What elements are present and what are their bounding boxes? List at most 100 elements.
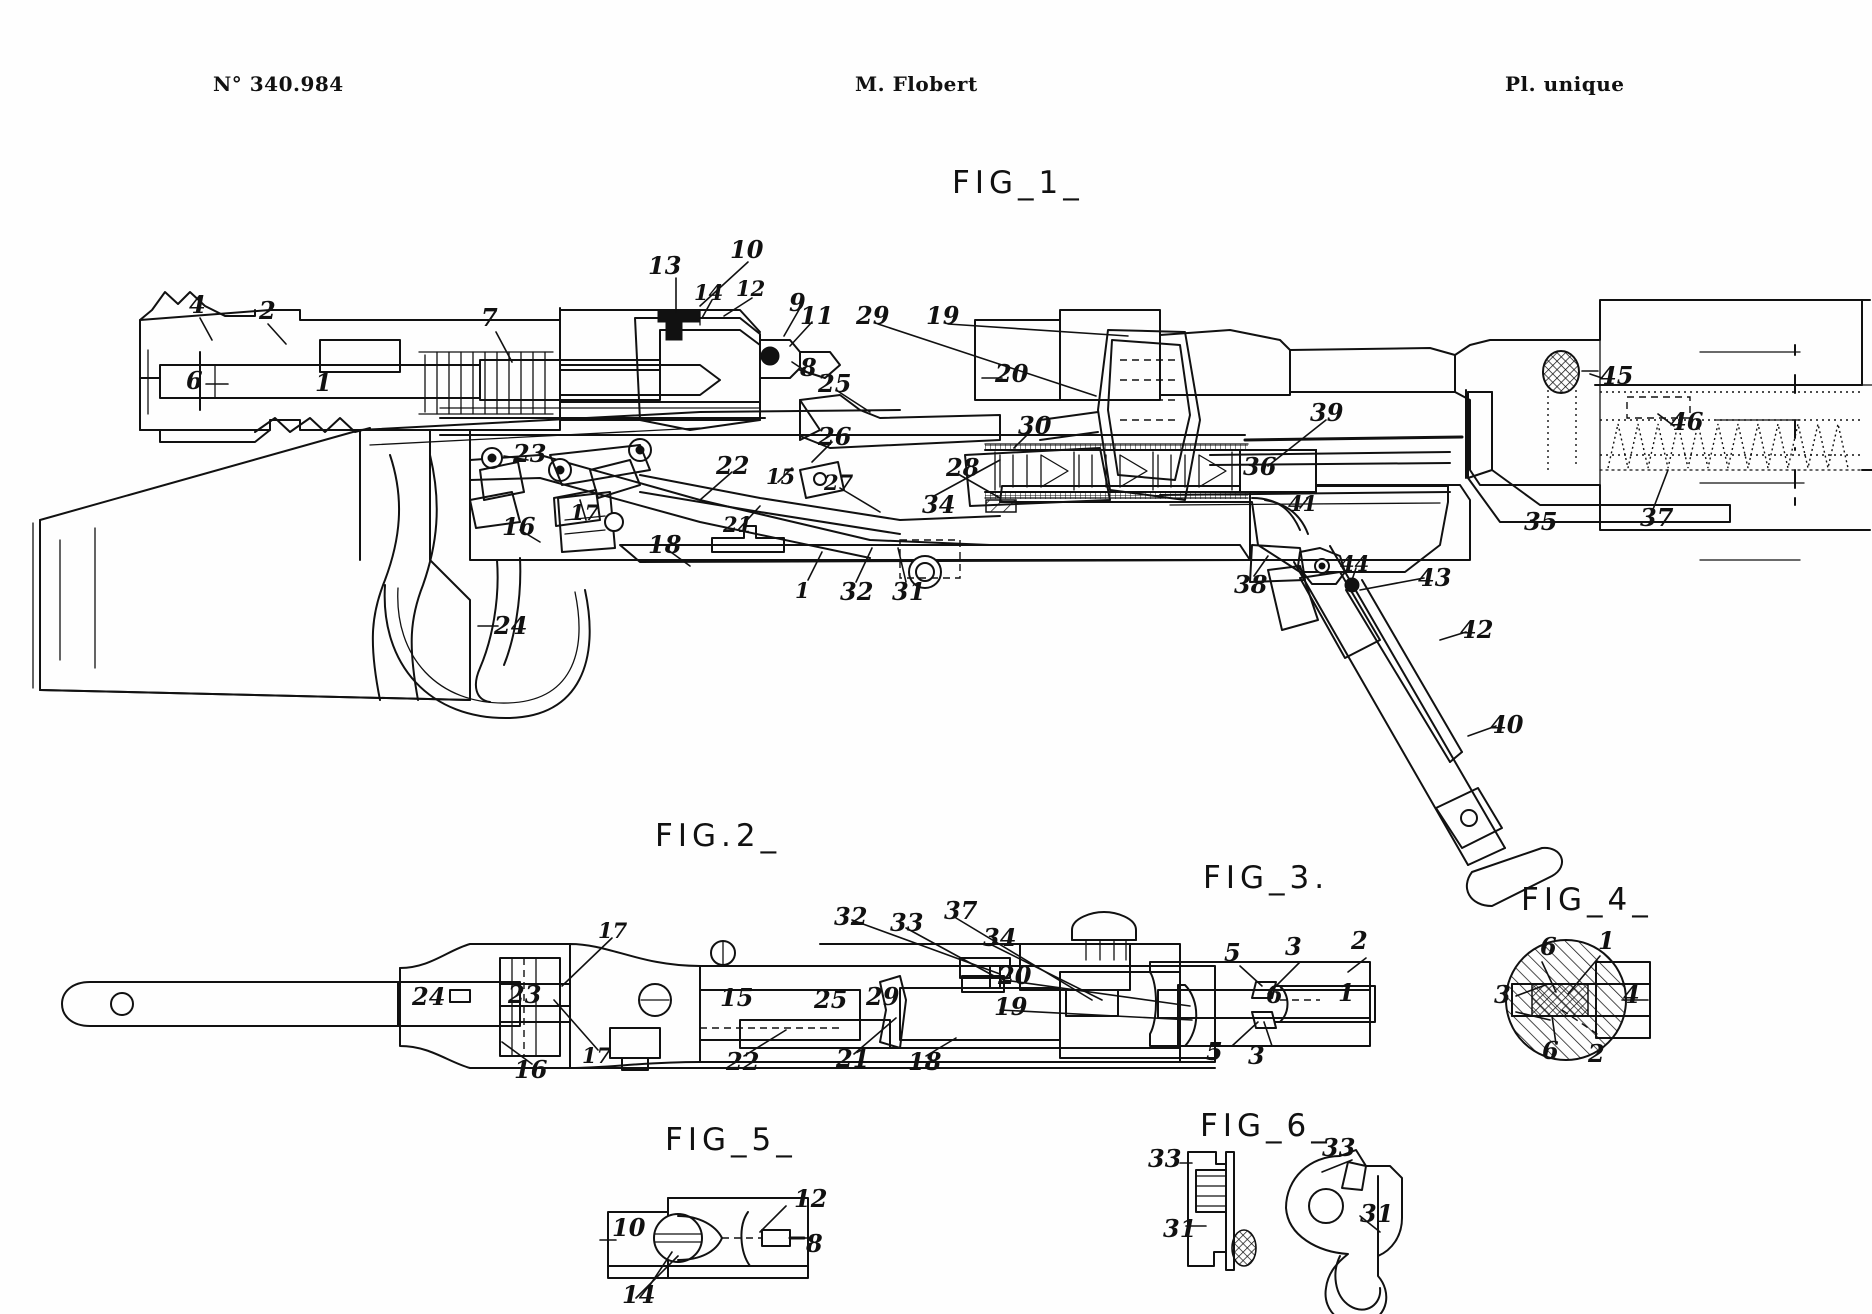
f2-callout-15: 15 bbox=[720, 983, 754, 1012]
f5-callout-14: 14 bbox=[622, 1280, 656, 1309]
callout-24: 24 bbox=[494, 611, 528, 640]
callout-27: 27 bbox=[824, 470, 854, 495]
f6-callout-31a: 31 bbox=[1163, 1214, 1197, 1243]
patent-number: N° 340.984 bbox=[213, 72, 344, 96]
fig2-drawing bbox=[61, 911, 1216, 1071]
fig6-drawing bbox=[1179, 1149, 1403, 1314]
f6-callout-31b: 31 bbox=[1360, 1199, 1394, 1228]
callout-9: 9 bbox=[789, 288, 806, 317]
callout-31: 31 bbox=[892, 577, 926, 606]
callout-45: 45 bbox=[1600, 361, 1634, 390]
f4-callout-6a: 6 bbox=[1540, 932, 1557, 961]
f2-callout-25: 25 bbox=[814, 985, 848, 1014]
callout-8: 8 bbox=[800, 353, 817, 382]
callout-34: 34 bbox=[922, 490, 956, 519]
callout-6: 6 bbox=[186, 366, 203, 395]
f3-callout-2: 2 bbox=[1351, 926, 1368, 955]
callout-41: 41 bbox=[1288, 491, 1318, 516]
callout-37: 37 bbox=[1640, 503, 1674, 532]
fig4-drawing bbox=[1505, 939, 1651, 1061]
f2-callout-32: 32 bbox=[834, 902, 868, 931]
f4-callout-6b: 6 bbox=[1542, 1036, 1559, 1065]
f4-callout-4: 4 bbox=[1623, 980, 1640, 1009]
fig6-caption: FIG_6_ bbox=[1200, 1108, 1332, 1144]
f2-callout-19: 19 bbox=[994, 992, 1028, 1021]
fig3-drawing bbox=[1149, 957, 1376, 1047]
callout-17: 17 bbox=[570, 500, 600, 525]
f2-callout-22: 22 bbox=[726, 1047, 760, 1076]
f2-callout-33: 33 bbox=[890, 908, 924, 937]
callout-42: 42 bbox=[1460, 615, 1494, 644]
f2-callout-20: 20 bbox=[998, 961, 1032, 990]
callout-18: 18 bbox=[648, 530, 682, 559]
callout-21: 21 bbox=[723, 512, 753, 537]
callout-13: 13 bbox=[648, 251, 682, 280]
callout-46: 46 bbox=[1670, 407, 1704, 436]
f5-callout-8: 8 bbox=[806, 1229, 823, 1258]
f6-callout-33b: 33 bbox=[1322, 1133, 1356, 1162]
plate-label: Pl. unique bbox=[1505, 72, 1625, 96]
callout-22: 22 bbox=[716, 451, 750, 480]
f2-callout-29: 29 bbox=[866, 982, 900, 1011]
callout-2: 2 bbox=[259, 296, 276, 325]
callout-32: 32 bbox=[840, 577, 874, 606]
callout-20: 20 bbox=[995, 359, 1029, 388]
fig1-caption: FIG_1_ bbox=[952, 165, 1084, 201]
fig5-caption: FIG_5_ bbox=[665, 1122, 797, 1158]
callout-4: 4 bbox=[189, 290, 206, 319]
callout-1: 1 bbox=[315, 368, 332, 397]
callout-11: 11 bbox=[800, 301, 834, 330]
fig3-caption: FIG_3. bbox=[1203, 860, 1330, 896]
f3-callout-5a: 5 bbox=[1224, 938, 1241, 967]
callout-39: 39 bbox=[1310, 398, 1344, 427]
callout-43: 43 bbox=[1418, 563, 1452, 592]
callout-15: 15 bbox=[766, 464, 796, 489]
callout-10: 10 bbox=[730, 235, 764, 264]
f5-callout-12: 12 bbox=[794, 1184, 828, 1213]
fig5-leader-lines bbox=[635, 1255, 679, 1299]
f5-callout-10: 10 bbox=[612, 1213, 646, 1242]
callout-35: 35 bbox=[1524, 507, 1558, 536]
f2-callout-34: 34 bbox=[983, 923, 1017, 952]
fig1-drawing bbox=[32, 291, 1872, 907]
f3-callout-6: 6 bbox=[1266, 980, 1283, 1009]
f2-callout-37: 37 bbox=[944, 896, 978, 925]
fig2-caption: FIG.2_ bbox=[655, 818, 782, 854]
callout-29: 29 bbox=[856, 301, 890, 330]
inventor-name: M. Flobert bbox=[855, 72, 978, 96]
fig4-caption: FIG_4_ bbox=[1521, 882, 1653, 918]
fig5-drawing bbox=[599, 1197, 813, 1289]
callout-40: 40 bbox=[1490, 710, 1524, 739]
callout-38: 38 bbox=[1234, 570, 1268, 599]
callout-26: 26 bbox=[818, 422, 852, 451]
fig1-leader-lines bbox=[199, 261, 1675, 737]
callout-7: 7 bbox=[481, 303, 498, 332]
callout-19: 19 bbox=[926, 301, 960, 330]
callout-16: 16 bbox=[502, 512, 536, 541]
f3-callout-1: 1 bbox=[1338, 978, 1355, 1007]
callout-28: 28 bbox=[946, 453, 980, 482]
callout-30: 30 bbox=[1018, 411, 1052, 440]
f4-callout-3: 3 bbox=[1494, 980, 1511, 1009]
callout-25: 25 bbox=[818, 369, 852, 398]
f2-callout-23: 23 bbox=[508, 980, 542, 1009]
callout-23: 23 bbox=[513, 439, 547, 468]
f3-callout-3a: 3 bbox=[1285, 932, 1302, 961]
callout-12: 12 bbox=[736, 276, 766, 301]
f2-callout-16: 16 bbox=[514, 1055, 548, 1084]
f3-callout-3b: 3 bbox=[1248, 1041, 1265, 1070]
callout-1b: 1 bbox=[795, 578, 810, 603]
f2-callout-21: 21 bbox=[836, 1044, 870, 1073]
f6-callout-33a: 33 bbox=[1148, 1144, 1182, 1173]
f2-callout-17a: 17 bbox=[598, 918, 628, 943]
f2-callout-17b: 17 bbox=[582, 1043, 612, 1068]
f2-callout-24: 24 bbox=[412, 982, 446, 1011]
f3-callout-5b: 5 bbox=[1206, 1037, 1223, 1066]
callout-14: 14 bbox=[694, 280, 724, 305]
f4-callout-1: 1 bbox=[1598, 926, 1615, 955]
f2-callout-18: 18 bbox=[908, 1047, 942, 1076]
callout-36: 36 bbox=[1243, 452, 1277, 481]
f4-callout-2: 2 bbox=[1588, 1039, 1605, 1068]
